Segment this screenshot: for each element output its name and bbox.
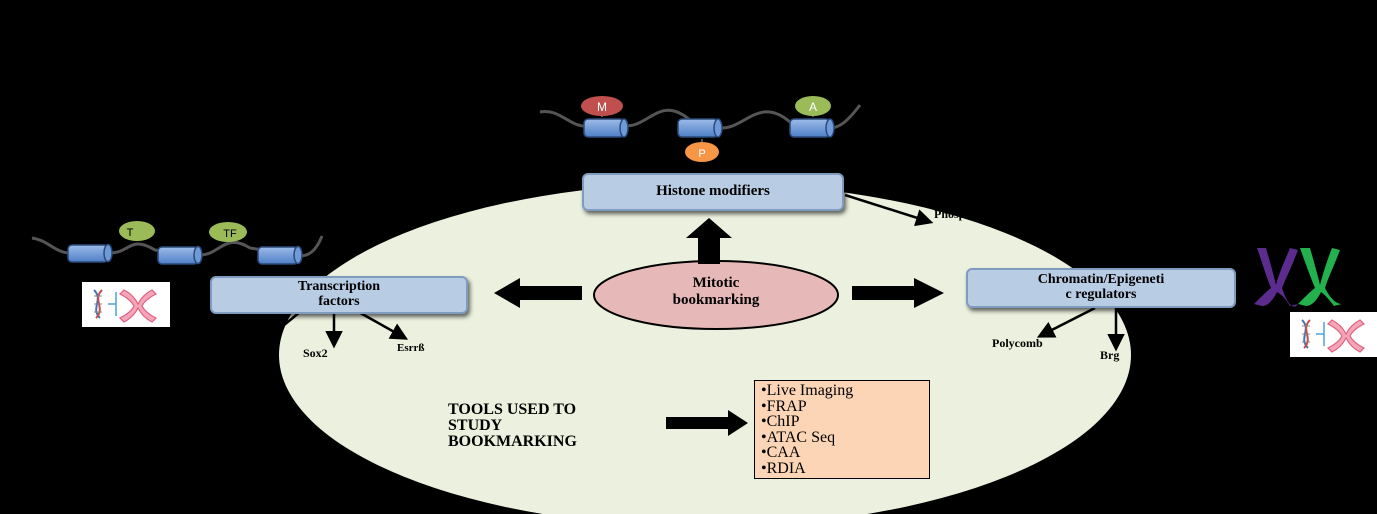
sox2-label: Sox2 bbox=[303, 346, 328, 360]
arrow-right bbox=[852, 278, 944, 308]
nucleosome bbox=[257, 245, 303, 265]
tools-list-item: •FRAP bbox=[761, 397, 807, 415]
brg-label: Brg bbox=[1100, 348, 1120, 362]
tools-list-box: •Live Imaging •FRAP •ChIP •ATAC Seq •CAA… bbox=[754, 380, 930, 479]
dna-chromosome-icon bbox=[1290, 312, 1377, 357]
tf-chromatin-strand: T TF bbox=[31, 221, 324, 265]
center-label-line2: bookmarking bbox=[672, 291, 760, 308]
tf-mark-label: T bbox=[127, 227, 134, 239]
tools-list-item: •Live Imaging bbox=[761, 382, 854, 399]
phosphorylation-mark-label: P bbox=[698, 148, 705, 160]
nucleosome bbox=[789, 118, 835, 138]
histone-phospho-arrow bbox=[844, 193, 934, 227]
acetylation-mark bbox=[795, 96, 831, 116]
arrow-up bbox=[686, 218, 732, 264]
methylation-mark-label: M bbox=[597, 100, 607, 114]
histone-modifiers-label: Histone modifiers bbox=[656, 183, 770, 200]
chromatin-regulators-line1: Chromatin/Epigeneti bbox=[1037, 272, 1165, 288]
phospho-label: Phosp bbox=[934, 207, 966, 221]
dna-chromosome-icon-graphic bbox=[93, 289, 158, 323]
tf-mark-label: TF bbox=[223, 228, 237, 240]
transcription-factors-box: Transcription factors bbox=[210, 276, 468, 314]
tf-left-arrow bbox=[277, 311, 301, 331]
nucleosome bbox=[677, 118, 723, 138]
chromosome-green bbox=[1298, 248, 1342, 306]
arrow-tools bbox=[666, 410, 748, 436]
tf-mark bbox=[119, 221, 155, 241]
polycomb-label: Polycomb bbox=[992, 336, 1043, 350]
tools-title-line: BOOKMARKING bbox=[448, 433, 577, 450]
chromatin-polycomb-arrow bbox=[1036, 306, 1096, 338]
dna-chromosome-icon-graphic bbox=[1301, 319, 1366, 353]
transcription-factors-line2: factors bbox=[318, 294, 360, 309]
nucleosome bbox=[157, 245, 203, 265]
histone-modifiers-box: Histone modifiers bbox=[582, 173, 844, 211]
tools-list-item: •RDIA bbox=[761, 459, 806, 477]
arrow-left bbox=[494, 278, 582, 308]
chromosome-purple bbox=[1254, 248, 1298, 307]
tools-title-line: TOOLS USED TO bbox=[448, 401, 577, 418]
tools-list-item: •CAA bbox=[761, 444, 801, 461]
tf-esrrb-arrow bbox=[354, 308, 409, 340]
nucleosome bbox=[583, 118, 629, 138]
center-label-line1: Mitotic bbox=[692, 275, 740, 291]
methylation-mark bbox=[581, 96, 623, 116]
tools-title-line: STUDY bbox=[448, 417, 503, 434]
chromatin-regulators-box: Chromatin/Epigeneti c regulators bbox=[966, 268, 1236, 308]
histone-chromatin-strand: M A P bbox=[539, 96, 862, 162]
dna-chromosome-icon bbox=[82, 282, 170, 327]
nucleosome bbox=[67, 243, 113, 263]
tools-title: TOOLS USED TO STUDY BOOKMARKING bbox=[448, 402, 577, 450]
chromatin-regulators-line2: c regulators bbox=[1065, 287, 1137, 302]
tf-mark bbox=[209, 222, 247, 242]
phosphorylation-mark bbox=[685, 142, 719, 162]
tools-list-item: •ATAC Seq bbox=[761, 428, 836, 446]
center-label: Mitotic bookmarking bbox=[594, 275, 838, 308]
tools-list-item: •ChIP bbox=[761, 413, 800, 430]
transcription-factors-line1: Transcription bbox=[297, 279, 381, 295]
acetylation-mark-label: A bbox=[809, 100, 817, 114]
esrrb-label: Esrrß bbox=[397, 342, 425, 354]
